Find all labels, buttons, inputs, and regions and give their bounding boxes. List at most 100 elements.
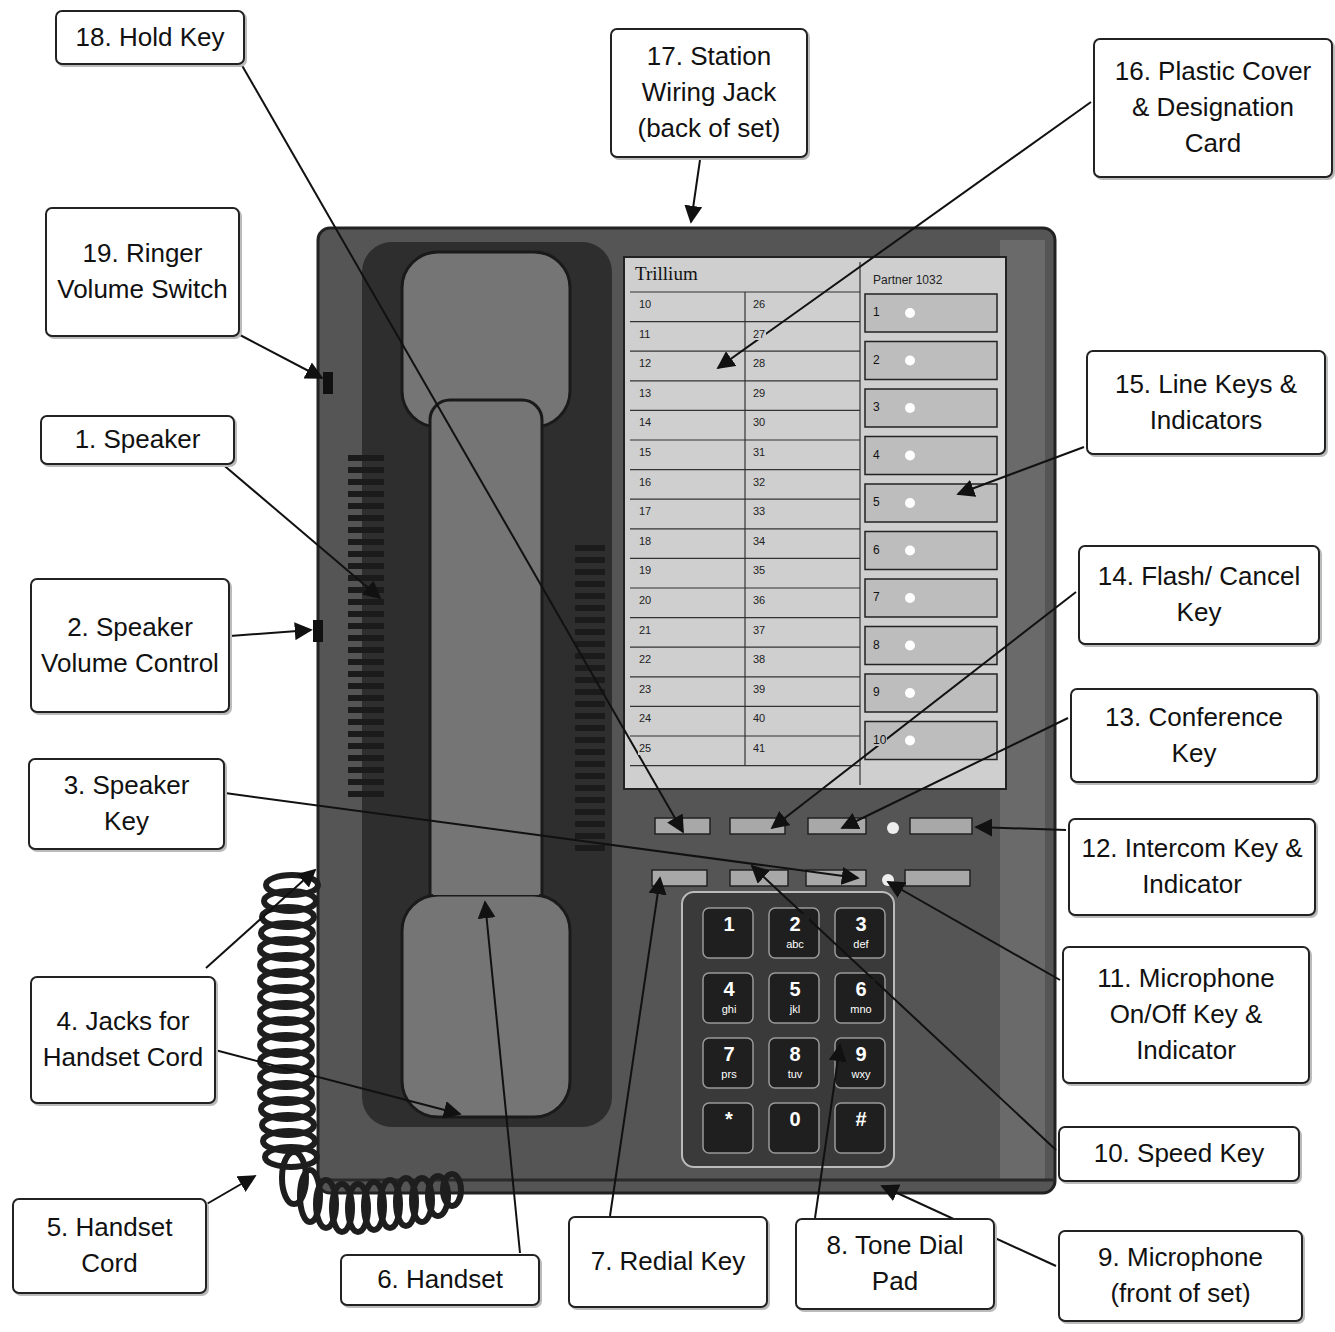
card-number: 18 xyxy=(638,536,652,548)
line-key-number: 6 xyxy=(872,544,881,557)
handset xyxy=(402,252,570,1117)
callout-box: 5. Handset Cord xyxy=(12,1198,207,1294)
line-key-number: 5 xyxy=(872,496,881,509)
card-number: 36 xyxy=(752,595,766,607)
intercom-indicator xyxy=(887,822,899,834)
callout-box: 8. Tone Dial Pad xyxy=(795,1218,995,1310)
card-number: 20 xyxy=(638,595,652,607)
card-number: 41 xyxy=(752,743,766,755)
callout-box: 15. Line Keys & Indicators xyxy=(1086,350,1326,455)
card-number: 33 xyxy=(752,506,766,518)
callout-box: 9. Microphone (front of set) xyxy=(1058,1230,1303,1322)
card-grid xyxy=(630,262,860,785)
card-number: 21 xyxy=(638,625,652,637)
card-number: 11 xyxy=(638,329,651,341)
callout-text: 14. Flash/ Cancel Key xyxy=(1088,559,1310,631)
keypad-letters: wxy xyxy=(845,1069,877,1081)
callout-text: 10. Speed Key xyxy=(1094,1136,1265,1172)
keypad-digit: 9 xyxy=(847,1044,875,1065)
card-number: 17 xyxy=(638,506,652,518)
brand-label: Trillium xyxy=(634,264,699,284)
callout-text: 15. Line Keys & Indicators xyxy=(1096,367,1316,439)
card-number: 31 xyxy=(752,447,766,459)
card-number: 26 xyxy=(752,299,766,311)
keypad-letters: prs xyxy=(713,1069,745,1081)
line-keys xyxy=(865,294,997,760)
line-key-number: 8 xyxy=(872,639,881,652)
callout-text: 2. Speaker Volume Control xyxy=(40,610,220,682)
keypad-digit: 6 xyxy=(847,979,875,1000)
callout-box: 3. Speaker Key xyxy=(28,758,225,850)
callout-text: 9. Microphone (front of set) xyxy=(1068,1240,1293,1312)
phone-body xyxy=(318,228,1055,1193)
card-number: 34 xyxy=(752,536,766,548)
callout-text: 19. Ringer Volume Switch xyxy=(55,236,230,308)
keypad-letters: jkl xyxy=(779,1004,811,1016)
line-key-number: 2 xyxy=(872,354,881,367)
callout-box: 18. Hold Key xyxy=(55,10,245,65)
callout-box: 17. Station Wiring Jack (back of set) xyxy=(610,28,808,158)
keypad-digit: 0 xyxy=(781,1109,809,1130)
line-key-number: 9 xyxy=(872,686,881,699)
keypad-surround xyxy=(682,892,894,1167)
coiled-cord xyxy=(260,875,461,1232)
card-number: 37 xyxy=(752,625,766,637)
line-key-number: 10 xyxy=(872,734,887,747)
callout-box: 19. Ringer Volume Switch xyxy=(45,207,240,337)
callout-text: 11. Microphone On/Off Key & Indicator xyxy=(1072,961,1300,1069)
leader-lines xyxy=(205,62,1091,1266)
volume-control xyxy=(313,620,323,642)
callout-text: 16. Plastic Cover & Designation Card xyxy=(1103,54,1323,162)
keypad-digit: 1 xyxy=(715,914,743,935)
card-number: 13 xyxy=(638,388,652,400)
callout-box: 4. Jacks for Handset Cord xyxy=(30,976,216,1104)
callout-text: 13. Conference Key xyxy=(1080,700,1308,772)
callout-text: 5. Handset Cord xyxy=(22,1210,197,1282)
callout-text: 18. Hold Key xyxy=(76,20,225,56)
card-number: 25 xyxy=(638,743,652,755)
line-key-number: 7 xyxy=(872,591,881,604)
callout-box: 11. Microphone On/Off Key & Indicator xyxy=(1062,946,1310,1084)
card-number: 22 xyxy=(638,654,652,666)
line-key-number: 3 xyxy=(872,401,881,414)
ringer-switch xyxy=(323,372,333,394)
keypad-digit: 5 xyxy=(781,979,809,1000)
card-number: 32 xyxy=(752,477,766,489)
keypad-digit: * xyxy=(715,1109,743,1130)
card-number: 27 xyxy=(752,329,766,341)
callout-box: 12. Intercom Key & Indicator xyxy=(1068,818,1316,916)
callout-text: 4. Jacks for Handset Cord xyxy=(40,1004,206,1076)
card-number: 16 xyxy=(638,477,652,489)
keypad-letters: def xyxy=(845,939,877,951)
keypad-keys xyxy=(703,908,885,1153)
keypad-digit: 3 xyxy=(847,914,875,935)
line-indicators xyxy=(905,308,915,746)
designation-card xyxy=(624,257,1006,789)
callout-text: 1. Speaker xyxy=(75,422,201,458)
card-number: 35 xyxy=(752,565,766,577)
callout-box: 1. Speaker xyxy=(40,415,235,465)
feature-keys xyxy=(652,818,972,886)
keypad-digit: 7 xyxy=(715,1044,743,1065)
callout-text: 8. Tone Dial Pad xyxy=(805,1228,985,1300)
card-number: 30 xyxy=(752,417,766,429)
card-number: 15 xyxy=(638,447,652,459)
keypad-digit: 2 xyxy=(781,914,809,935)
card-number: 24 xyxy=(638,713,652,725)
callout-text: 6. Handset xyxy=(377,1262,503,1298)
card-number: 40 xyxy=(752,713,766,725)
line-key-number: 4 xyxy=(872,449,881,462)
callout-box: 2. Speaker Volume Control xyxy=(30,578,230,713)
callout-text: 3. Speaker Key xyxy=(38,768,215,840)
card-number: 39 xyxy=(752,684,766,696)
card-number: 19 xyxy=(638,565,652,577)
callout-box: 14. Flash/ Cancel Key xyxy=(1078,545,1320,645)
keypad-digit: 8 xyxy=(781,1044,809,1065)
callout-box: 10. Speed Key xyxy=(1058,1126,1300,1182)
callout-text: 12. Intercom Key & Indicator xyxy=(1078,831,1306,903)
card-number: 23 xyxy=(638,684,652,696)
card-number: 14 xyxy=(638,417,652,429)
keypad-letters: ghi xyxy=(713,1004,745,1016)
card-number: 12 xyxy=(638,358,652,370)
callout-box: 7. Redial Key xyxy=(568,1216,768,1308)
